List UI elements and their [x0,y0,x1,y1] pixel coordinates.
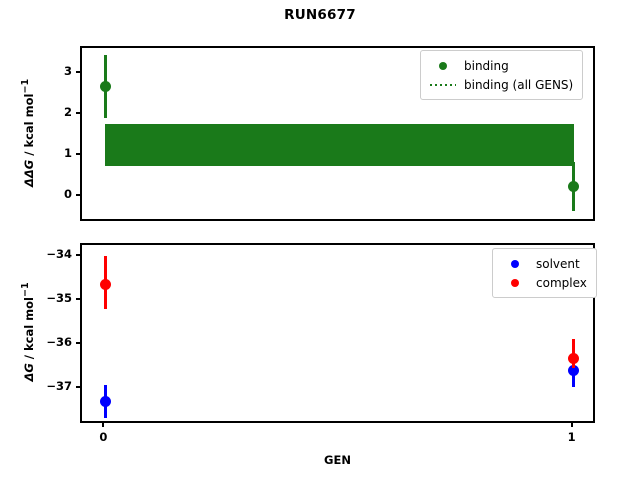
legend-label-solvent: solvent [536,256,580,271]
bottom-plot-area [82,245,593,421]
complex-marker-icon [500,278,530,287]
x-tick-mark [102,423,105,427]
y-tick-label: 2 [63,104,72,119]
y-tick-label: −36 [46,335,72,350]
binding-all-gens-line-icon [428,83,458,86]
legend-swatch-binding [439,61,447,70]
y-tick-mark [76,194,80,197]
x-tick-mark [570,423,573,427]
y-tick-mark [76,298,80,301]
bottom-y-axis-label: ΔG / kcal mol−1 [20,247,36,417]
y-label-exponent: −1 [20,282,32,297]
legend-entry-binding-all-gens[interactable]: binding (all GENS) [428,75,573,94]
errorbar-solvent [572,364,576,388]
y-label-symbol: ΔΔG [21,159,36,187]
legend-entry-solvent[interactable]: solvent [500,254,587,273]
y-tick-mark [76,254,80,257]
x-tick-label: 1 [567,430,576,444]
y-tick-mark [76,386,80,388]
legend-swatch-binding-all-gens [430,83,456,86]
top-y-axis-label: ΔΔG / kcal mol−1 [20,47,36,217]
legend-label-binding: binding [464,58,509,73]
y-label-units: / kcal mol [21,296,36,364]
legend-swatch-complex [511,278,519,287]
y-tick-mark [76,111,80,114]
binding-marker-icon [428,61,458,70]
data-point-solvent [99,395,111,407]
y-tick-mark [76,70,80,73]
solvent-marker-icon [500,259,530,268]
binding-all-gens-dotted-band [105,123,574,167]
legend-bottom[interactable]: solvent complex [492,248,597,298]
figure-title: RUN6677 [284,7,356,23]
data-point-binding [99,81,111,93]
y-label-symbol: ΔG [21,363,36,382]
legend-entry-complex[interactable]: complex [500,273,587,292]
top-plot-area [82,48,593,219]
y-tick-label: 0 [63,187,72,202]
y-label-units: / kcal mol [21,93,36,160]
legend-entry-binding[interactable]: binding [428,56,573,75]
data-point-complex [568,353,580,365]
y-tick-label: −37 [46,379,72,393]
legend-top[interactable]: binding binding (all GENS) [420,50,584,100]
y-tick-label: 1 [63,146,72,161]
legend-label-complex: complex [536,275,587,290]
legend-label-binding-all-gens: binding (all GENS) [464,77,574,92]
x-axis-label: GEN [324,453,351,467]
y-tick-label: 3 [63,63,72,78]
y-tick-mark [76,342,80,345]
data-point-binding [568,181,580,193]
y-tick-label: −34 [46,247,72,262]
data-point-solvent [568,365,580,377]
y-label-exponent: −1 [20,78,32,94]
y-tick-label: −35 [46,291,72,306]
x-tick-label: 0 [99,430,108,444]
data-point-complex [99,278,111,290]
legend-swatch-solvent [511,259,519,268]
y-tick-mark [76,153,80,156]
